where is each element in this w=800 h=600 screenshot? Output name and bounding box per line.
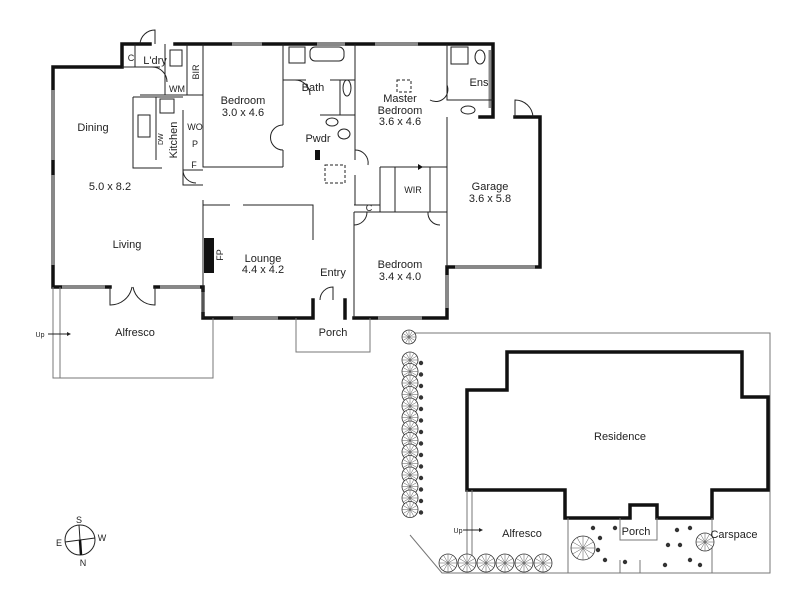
shrub-icon: [418, 487, 424, 492]
shrub-icon: [597, 535, 603, 541]
shrub-icon: [418, 395, 424, 400]
label-site-up: Up: [454, 528, 463, 535]
interior-walls: [122, 44, 493, 318]
compass-north: N: [80, 558, 87, 568]
label-ensuite: Ens: [470, 77, 489, 89]
shrub-icon: [418, 360, 424, 366]
label-kitchen: Kitchen: [168, 122, 180, 159]
shrub-icon: [418, 372, 424, 377]
sink-icon: [137, 114, 151, 138]
label-master-2: Bedroom: [378, 105, 423, 117]
shrub-icon: [418, 498, 424, 504]
shrub-icon: [418, 429, 424, 435]
door-swings: [109, 29, 534, 306]
shrub-icon: [677, 542, 683, 548]
label-master-size: 3.6 x 4.6: [379, 116, 421, 128]
shrub-icon: [687, 557, 693, 563]
shrub-icon: [418, 418, 424, 423]
label-residence: Residence: [594, 431, 646, 443]
shrub-icon: [595, 547, 601, 553]
label-wall-oven: WO: [187, 122, 203, 132]
bathtub-icon: [309, 46, 345, 62]
label-bath: Bath: [302, 82, 325, 94]
shrub-icon: [612, 525, 618, 531]
label-porch: Porch: [319, 327, 348, 339]
compass-east: E: [56, 538, 62, 548]
shrub-icon: [418, 383, 424, 389]
label-linen-cupboard: C: [128, 53, 135, 63]
label-laundry: L'dry: [143, 55, 167, 67]
label-lounge-size: 4.4 x 4.2: [242, 264, 284, 276]
shrub-icon: [418, 510, 424, 515]
label-master-1: Master: [383, 93, 417, 105]
label-bedroom-1: Bedroom: [221, 95, 266, 107]
label-living-size: 5.0 x 8.2: [89, 181, 131, 193]
shrub-icon: [697, 562, 703, 568]
fireplace-icon: [204, 238, 214, 273]
porch-outline: [295, 318, 371, 353]
label-alfresco: Alfresco: [115, 327, 155, 339]
label-bir: BIR: [191, 64, 201, 80]
label-garage: Garage: [472, 181, 509, 193]
label-fireplace: FP: [215, 249, 225, 261]
compass-icon: S W E N: [56, 515, 107, 568]
label-lounge: Lounge: [245, 253, 282, 265]
shrub-icon: [687, 525, 693, 531]
shrub-icon: [662, 562, 668, 568]
basin-icon: [325, 117, 339, 127]
label-carspace: Carspace: [710, 529, 757, 541]
site-plan: Residence Alfresco Porch Carspace Up: [401, 329, 771, 574]
toilet-icon: [474, 49, 486, 65]
alfresco-outline: [52, 287, 214, 379]
label-entry: Entry: [320, 267, 346, 279]
shrub-icon: [602, 557, 608, 563]
label-bedroom-2-size: 3.4 x 4.0: [379, 271, 421, 283]
shrub-icon: [418, 441, 424, 446]
label-cupboard: C: [366, 203, 373, 213]
label-wm: WM: [169, 84, 185, 94]
label-bedroom-1-size: 3.0 x 4.6: [222, 107, 264, 119]
label-garage-size: 3.6 x 5.8: [469, 193, 511, 205]
label-dining: Dining: [77, 122, 108, 134]
shrub-icon: [674, 527, 680, 533]
shrub-icon: [418, 464, 424, 469]
floor-plan: C L'dry BIR WM Bedroom 3.0 x 4.6 Bath Ma…: [36, 29, 542, 379]
shrub-icon: [418, 452, 424, 458]
label-fridge: F: [191, 160, 197, 170]
basin-icon: [460, 105, 476, 115]
label-up: Up: [36, 332, 45, 339]
label-site-alfresco: Alfresco: [502, 528, 542, 540]
shrub-icon: [418, 406, 424, 412]
label-bedroom-2: Bedroom: [378, 259, 423, 271]
label-pantry: P: [192, 139, 198, 149]
toilet-icon: [337, 128, 351, 140]
label-site-porch: Porch: [622, 526, 651, 538]
fixtures: [137, 46, 486, 273]
trees: [401, 329, 715, 573]
label-powder: Pwdr: [305, 133, 330, 145]
label-dishwasher: DW: [158, 133, 165, 145]
compass-west: W: [98, 533, 107, 543]
compass-south: S: [76, 515, 82, 525]
shrub-icon: [665, 542, 671, 548]
label-living: Living: [113, 239, 142, 251]
shrub-icon: [622, 559, 628, 565]
shrub-icon: [418, 475, 424, 481]
shrub-icon: [590, 525, 596, 531]
site-boundary: [409, 332, 771, 574]
label-wir: WIR: [404, 185, 422, 195]
cooktop-icon: [159, 98, 175, 114]
